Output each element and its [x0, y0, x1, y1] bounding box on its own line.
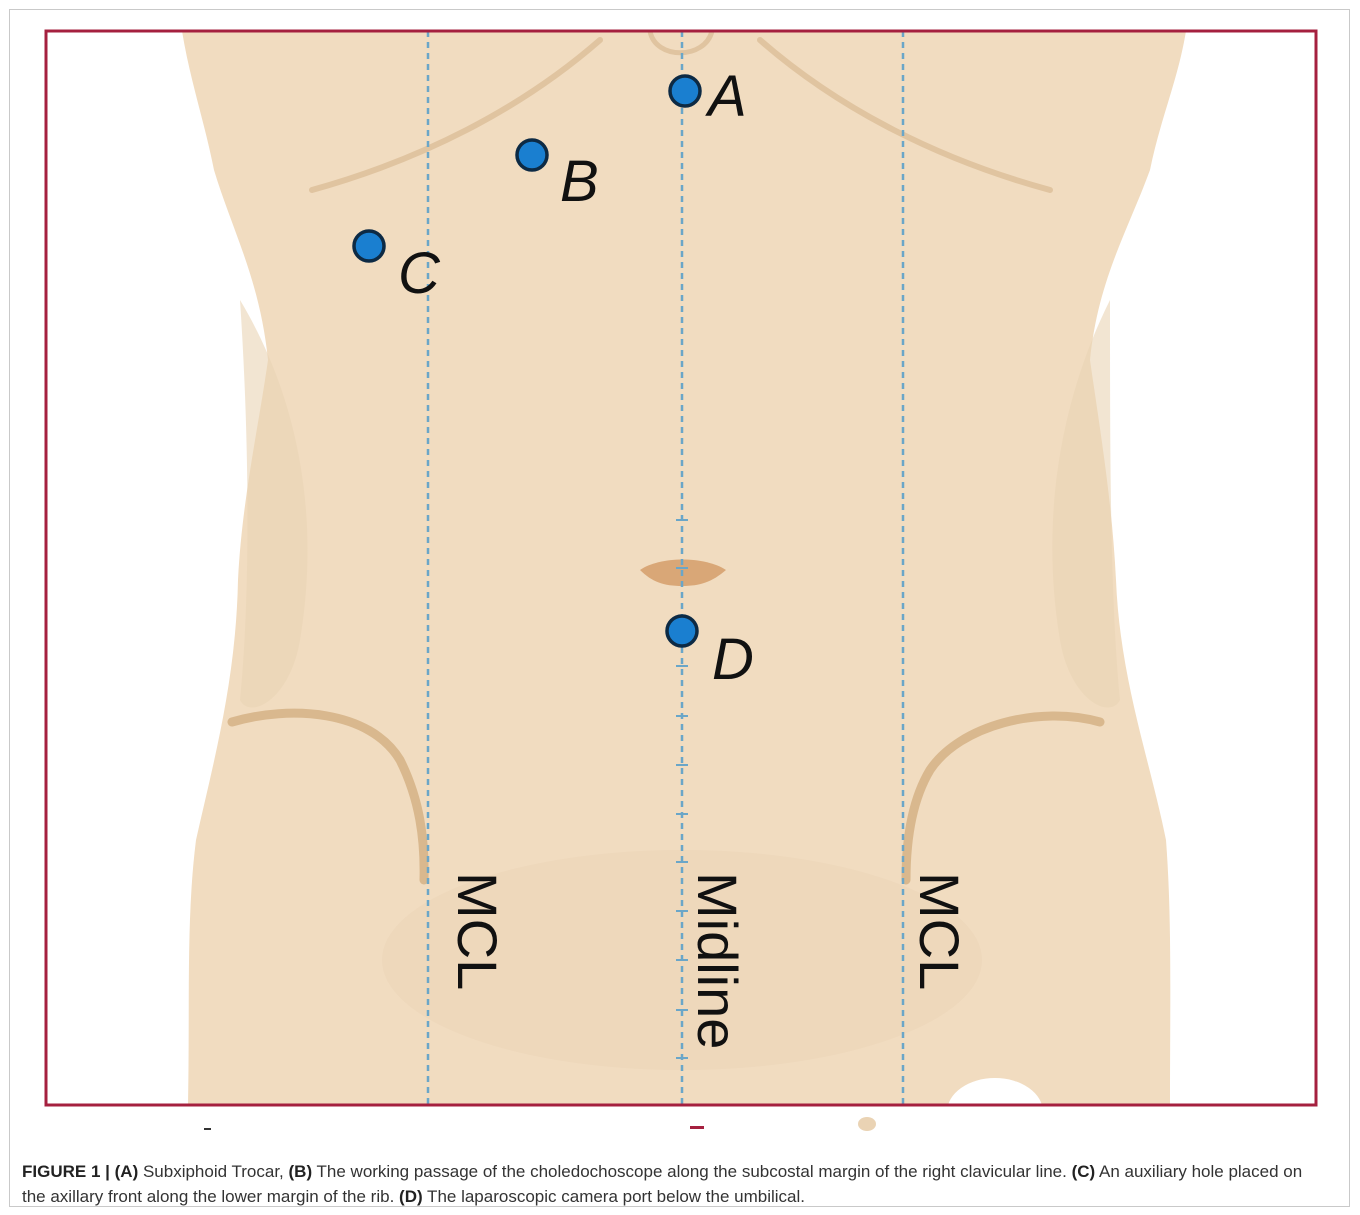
- port-a: [670, 76, 700, 106]
- port-label-c: C: [398, 241, 441, 306]
- caption-b-text: The working passage of the choledochosco…: [312, 1162, 1071, 1181]
- bottom-cutout: [947, 1078, 1043, 1146]
- port-c: [354, 231, 384, 261]
- stray-mark-left: [204, 1128, 211, 1130]
- stray-mark-right: [858, 1117, 876, 1131]
- label-mcl-right: MCL: [908, 872, 971, 990]
- caption-c-tag: (C): [1072, 1162, 1096, 1181]
- label-midline: Midline: [686, 872, 749, 1049]
- caption-d-text: The laparoscopic camera port below the u…: [423, 1187, 805, 1206]
- port-label-b: B: [560, 149, 599, 214]
- caption-a-tag: (A): [115, 1162, 139, 1181]
- port-b: [517, 140, 547, 170]
- port-label-a: A: [705, 64, 747, 129]
- caption-a-text: Subxiphoid Trocar,: [138, 1162, 288, 1181]
- port-d: [667, 616, 697, 646]
- label-mcl-left: MCL: [446, 872, 509, 990]
- stray-mark-center: [690, 1126, 704, 1129]
- caption-b-tag: (B): [289, 1162, 313, 1181]
- caption-figure-label: FIGURE 1 |: [22, 1162, 110, 1181]
- figure-caption: FIGURE 1 | (A) Subxiphoid Trocar, (B) Th…: [22, 1159, 1322, 1209]
- caption-d-tag: (D): [399, 1187, 423, 1206]
- port-label-d: D: [712, 627, 754, 692]
